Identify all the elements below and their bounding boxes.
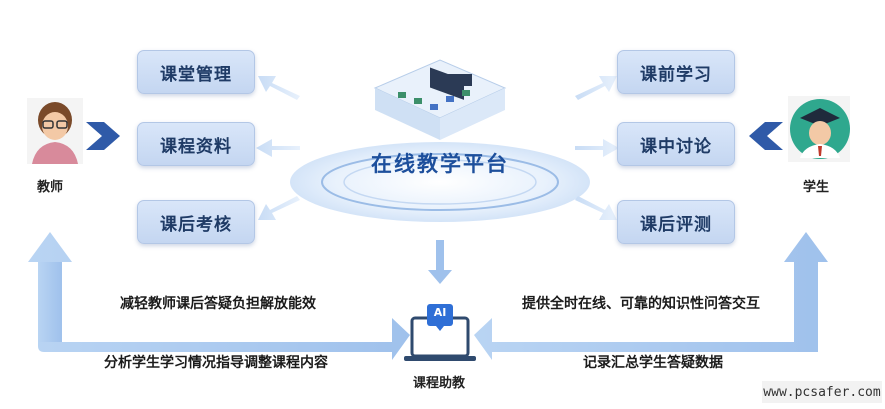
student-label: 学生 <box>803 180 830 195</box>
ai-laptop-icon <box>404 304 476 361</box>
teacher-chevron <box>86 122 120 150</box>
student-avatar <box>788 96 850 162</box>
flow-caption-bottom-left: 分析学生学习情况指导调整课程内容 <box>104 355 328 371</box>
teacher-function-course-materials[interactable]: 课程资料 <box>137 122 255 166</box>
teacher-avatar <box>27 98 83 164</box>
ai-assistant-label: 课程助教 <box>412 376 465 391</box>
arrows-to-student-functions <box>575 76 619 220</box>
platform-base <box>290 142 590 222</box>
teacher-function-after-class-assessment[interactable]: 课后考核 <box>137 200 255 244</box>
flow-caption-top-right: 提供全时在线、可靠的知识性问答交互 <box>522 296 760 312</box>
student-function-pre-class-learning[interactable]: 课前学习 <box>617 50 735 94</box>
platform-title: 在线教学平台 <box>371 152 509 176</box>
watermark: www.pcsafer.com <box>762 381 882 403</box>
classroom-illustration <box>373 59 507 140</box>
arrow-platform-to-ai <box>428 240 452 284</box>
student-chevron <box>749 122 783 150</box>
big-arrow-right <box>474 232 828 360</box>
student-function-in-class-discussion[interactable]: 课中讨论 <box>617 122 735 166</box>
flow-caption-top-left: 减轻教师课后答疑负担解放能效 <box>120 296 316 312</box>
student-function-after-class-evaluation[interactable]: 课后评测 <box>617 200 735 244</box>
teacher-function-classroom-management[interactable]: 课堂管理 <box>137 50 255 94</box>
ai-badge: AI <box>433 306 447 319</box>
arrows-to-teacher-functions <box>256 76 300 220</box>
big-arrow-left <box>28 232 410 360</box>
flow-caption-bottom-right: 记录汇总学生答疑数据 <box>583 355 723 371</box>
teacher-label: 教师 <box>37 180 64 195</box>
